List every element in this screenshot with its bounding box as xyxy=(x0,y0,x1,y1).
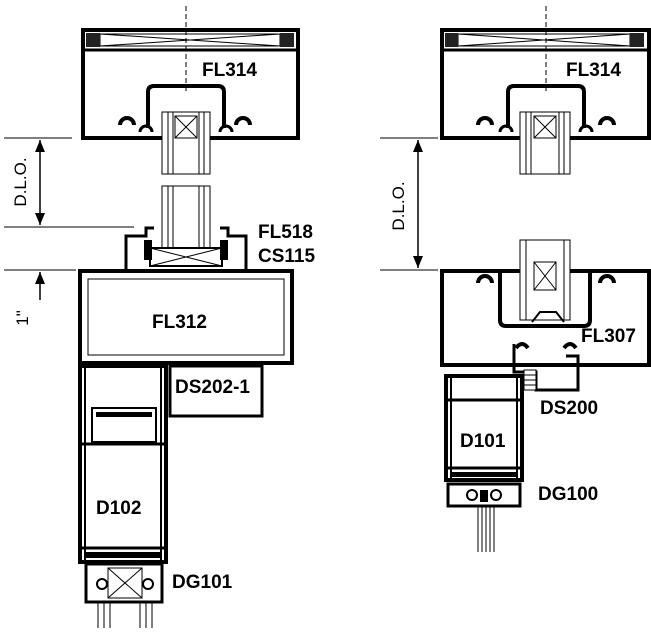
right-upper-glass xyxy=(519,111,571,175)
label-gasket: FL518 xyxy=(258,222,313,243)
label-right-top-frame: FL314 xyxy=(566,60,621,81)
left-sub-sill: DS202-1 xyxy=(168,364,264,418)
left-door-glazing: DG101 xyxy=(84,562,233,628)
label-mullion: FL312 xyxy=(152,312,207,333)
left-dlo-dimension: D.L.O. xyxy=(4,137,134,228)
left-offset-dimension: 1" xyxy=(4,269,76,326)
right-frame: FL307 xyxy=(440,239,651,367)
right-dlo-dimension: D.L.O. xyxy=(380,137,438,271)
label-right-frame: FL307 xyxy=(581,326,636,347)
right-door-stop: DS200 xyxy=(512,342,598,419)
label-left-dlo: D.L.O. xyxy=(11,157,30,206)
label-left-top-frame: FL314 xyxy=(202,60,257,81)
right-detail: FL314 FL307 xyxy=(380,6,651,552)
label-door-glazing-left: DG101 xyxy=(172,572,233,593)
right-door-rail: D101 xyxy=(444,374,524,482)
label-right-dlo: D.L.O. xyxy=(389,181,408,230)
left-upper-glass xyxy=(161,111,211,175)
left-door-rail: D102 xyxy=(78,364,168,564)
label-sill-cover: CS115 xyxy=(258,246,315,267)
label-right-door-rail: D101 xyxy=(460,431,506,452)
label-door-glazing-right: DG100 xyxy=(538,484,598,505)
left-sill-assembly: FL518 CS115 xyxy=(124,222,315,270)
left-lower-glass xyxy=(161,185,211,249)
label-door-rail: D102 xyxy=(96,498,141,519)
right-door-glazing: DG100 xyxy=(446,482,598,552)
left-detail: FL314 xyxy=(4,6,315,628)
label-offset: 1" xyxy=(13,310,32,326)
label-door-stop: DS200 xyxy=(540,398,598,419)
label-sub-sill: DS202-1 xyxy=(175,377,250,398)
left-mullion: FL312 xyxy=(78,269,294,365)
